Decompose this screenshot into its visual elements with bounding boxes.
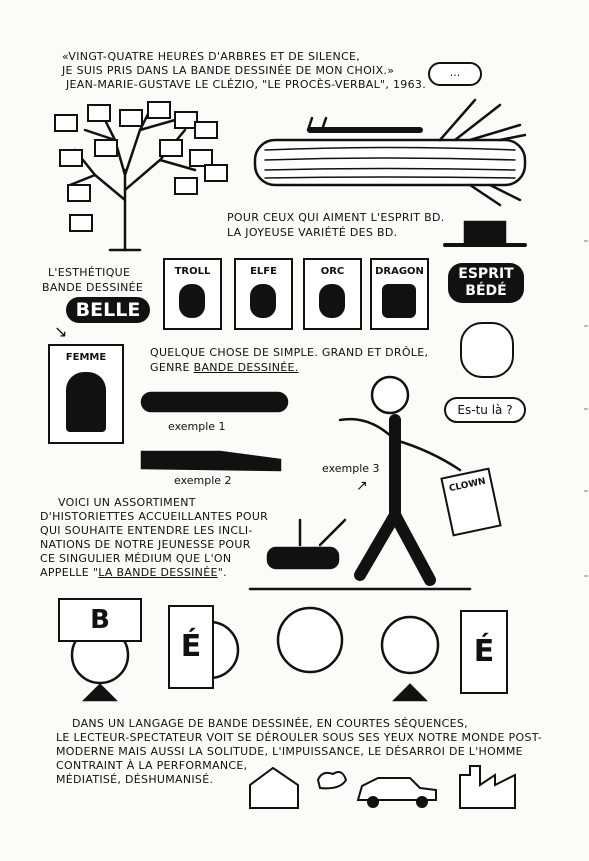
belle-badge: BELLE [66, 297, 150, 323]
quote-line: «VINGT-QUATRE HEURES D'ARBRES ET DE SILE… [62, 50, 361, 63]
arrow-right-icon: ↗ [356, 478, 368, 494]
assortment-underlined: LA BANDE DESSINÉE [98, 566, 218, 579]
book-title: ORC [320, 266, 345, 277]
page-edge-mark [584, 490, 588, 492]
orc-face-icon [319, 284, 345, 318]
book-orc: ORC [303, 258, 362, 330]
closing-line: MODERNE MAIS AUSSI LA SOLITUDE, L'IMPUIS… [56, 745, 523, 758]
example-label: exemple 2 [174, 474, 232, 487]
assortment-prefix: APPELLE " [40, 566, 99, 579]
quote-attribution: JEAN-MARIE-GUSTAVE LE CLÉZIO, "LE PROCÈS… [66, 78, 426, 91]
closing-line: CONTRAINT À LA PERFORMANCE, [56, 759, 248, 772]
book-letter-e: É [168, 605, 214, 689]
intro-line: LA JOYEUSE VARIÉTÉ DES BD. [227, 226, 398, 239]
closing-line: LE LECTEUR-SPECTATEUR VOIT SE DÉROULER S… [56, 731, 543, 744]
simple-underlined: BANDE DESSINÉE. [193, 361, 299, 374]
esthetique-label: BANDE DESSINÉE [42, 281, 144, 294]
book-letter-b: B [58, 598, 142, 642]
example-label: exemple 1 [168, 420, 226, 433]
page-edge-mark [584, 240, 588, 242]
assortment-line: VOICI UN ASSORTIMENT [58, 496, 196, 509]
assortment-line: NATIONS DE NOTRE JEUNESSE POUR [40, 538, 251, 551]
book-elfe: ELFE [234, 258, 293, 330]
intro-line: POUR CEUX QUI AIMENT L'ESPRIT BD. [227, 211, 445, 224]
closing-line: MÉDIATISÉ, DÉSHUMANISÉ. [56, 773, 214, 786]
esthetique-label: L'ESTHÉTIQUE [48, 266, 131, 279]
simple-line: GENRE BANDE DESSINÉE. [150, 361, 299, 375]
assortment-suffix: ". [217, 566, 227, 579]
closing-line: DANS UN LANGAGE DE BANDE DESSINÉE, EN CO… [72, 717, 468, 730]
assortment-line: APPELLE "LA BANDE DESSINÉE". [40, 566, 227, 580]
speech-bubble: ... [428, 62, 482, 86]
page-edge-mark [584, 575, 588, 577]
elf-face-icon [250, 284, 276, 318]
character-face [460, 322, 514, 378]
badge-line: BÉDÉ [465, 283, 507, 299]
simple-prefix: GENRE [150, 361, 190, 374]
book-title: ELFE [250, 266, 277, 277]
book-letter-e: É [460, 610, 508, 694]
dragon-face-icon [382, 284, 416, 318]
page-edge-mark [584, 325, 588, 327]
book-title: DRAGON [375, 266, 424, 277]
book-troll: TROLL [163, 258, 222, 330]
book-femme: FEMME [48, 344, 124, 444]
assortment-line: D'HISTORIETTES ACCUEILLANTES POUR [40, 510, 269, 523]
assortment-line: CE SINGULIER MÉDIUM QUE L'ON [40, 552, 232, 565]
book-dragon: DRAGON [370, 258, 429, 330]
book-title: TROLL [174, 266, 211, 277]
woman-face-icon [66, 372, 106, 432]
bottom-icons [249, 765, 516, 809]
walking-man-illustration [338, 375, 462, 586]
page-edge-mark [584, 408, 588, 410]
book-title: FEMME [65, 352, 107, 363]
quote-line: JE SUIS PRIS DANS LA BANDE DESSINÉE DE M… [62, 64, 395, 77]
book-title: CLOWN [448, 476, 487, 495]
example-label: exemple 3 [322, 462, 380, 475]
arrow-down-icon: ↘ [54, 322, 68, 341]
troll-face-icon [179, 284, 205, 318]
simple-line: QUELQUE CHOSE DE SIMPLE. GRAND ET DRÔLE, [150, 346, 429, 359]
log-illustration [253, 98, 527, 207]
badge-line: ESPRIT [458, 266, 514, 282]
esprit-bede-badge: ESPRIT BÉDÉ [448, 263, 524, 303]
assortment-line: QUI SOUHAITE ENTENDRE LES INCLI- [40, 524, 253, 537]
question-bubble: Es-tu là ? [444, 397, 526, 423]
